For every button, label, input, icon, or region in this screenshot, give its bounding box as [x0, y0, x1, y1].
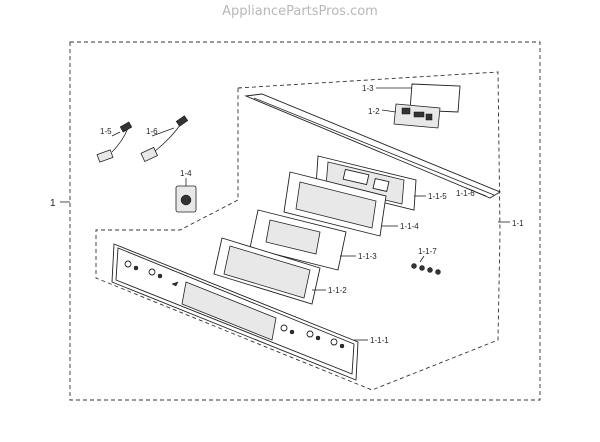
assembly-1-1-boundary [95, 71, 501, 391]
label-1-1-2: 1-1-2 [328, 286, 347, 295]
label-1-5: 1-5 [100, 127, 112, 136]
part-1-4-switch [175, 185, 197, 213]
part-1-2-pcb [393, 103, 441, 129]
label-1-1: 1-1 [512, 219, 524, 228]
part-1-1-3-window [249, 209, 347, 271]
part-1-1-1-control-panel [111, 243, 359, 381]
assembly-1-boundary [69, 41, 541, 401]
part-1-1-5-display-board [315, 155, 417, 211]
label-1-1-3: 1-1-3 [358, 252, 377, 261]
part-1-3-pcb-cover [409, 83, 461, 113]
label-1-1-5: 1-1-5 [428, 192, 447, 201]
part-1-5-cable [96, 121, 133, 163]
label-1-4: 1-4 [180, 169, 192, 178]
part-1-1-4-frame [283, 171, 387, 237]
watermark: AppliancePartsPros.com [222, 4, 378, 19]
label-1-3: 1-3 [362, 84, 374, 93]
part-1-6-cable [140, 115, 189, 163]
label-1-1-1: 1-1-1 [370, 336, 389, 345]
label-1-1-7: 1-1-7 [418, 247, 437, 256]
label-1-1-4: 1-1-4 [400, 222, 419, 231]
label-1-6: 1-6 [146, 127, 158, 136]
leader-lines [60, 87, 510, 341]
part-1-1-7-screws [411, 263, 441, 275]
label-1: 1 [50, 198, 56, 209]
label-1-1-6: 1-1-6 [456, 189, 475, 198]
part-1-1-6-rail [244, 93, 501, 199]
part-1-1-2-bezel [213, 237, 321, 305]
label-1-2: 1-2 [368, 107, 380, 116]
